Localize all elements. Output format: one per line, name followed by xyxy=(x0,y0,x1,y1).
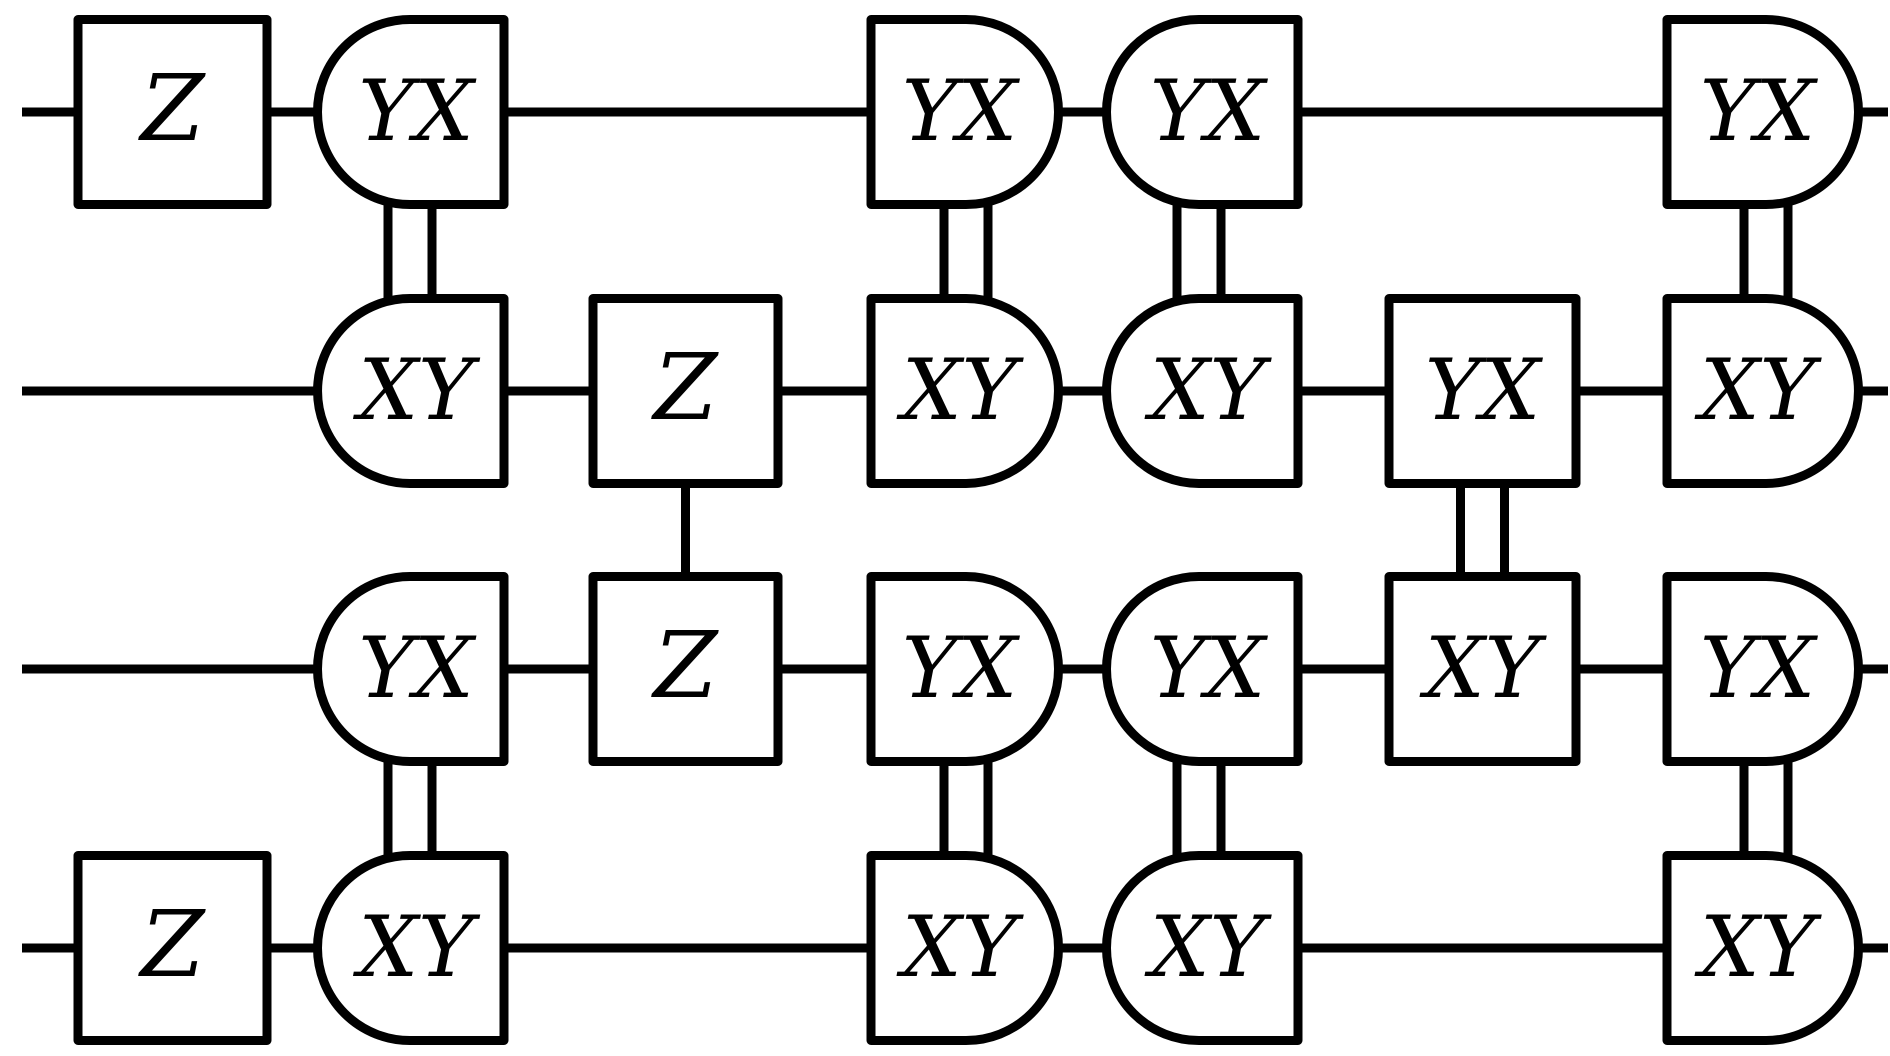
gate-label: XY xyxy=(896,898,1025,996)
gate-label: Z xyxy=(651,612,720,719)
gate-box xyxy=(313,572,509,766)
gate-label: Z xyxy=(138,55,207,162)
gate-box xyxy=(1102,851,1303,1045)
gate-box xyxy=(866,572,1063,766)
gate-label: Z xyxy=(138,891,207,998)
gate-label: XY xyxy=(1694,341,1823,439)
gate-box xyxy=(588,572,783,766)
gate-label: XY xyxy=(896,341,1025,439)
gate-label: YX xyxy=(1150,62,1268,160)
gate-label: XY xyxy=(1419,619,1548,717)
gate-label: YX xyxy=(358,619,476,717)
gates: Z Z YX XY YX XY Z Z YX XY YX XY YX XY YX XY YX XY YX XY YX XY xyxy=(73,15,1863,1045)
gate-label: YX xyxy=(902,62,1020,160)
gate-label: YX xyxy=(358,62,476,160)
gate-box xyxy=(1102,294,1303,488)
gate-label: XY xyxy=(1694,898,1823,996)
gate-label: YX xyxy=(1150,619,1268,717)
gate-label: XY xyxy=(352,341,481,439)
gate-box xyxy=(73,15,272,209)
gate-box xyxy=(1662,15,1863,209)
gate-box xyxy=(313,851,509,1045)
gate-box xyxy=(1662,294,1863,488)
gate-label: YX xyxy=(1700,619,1818,717)
gate-box xyxy=(1662,851,1863,1045)
gate-box xyxy=(313,294,509,488)
gate-label: YX xyxy=(902,619,1020,717)
gate-box xyxy=(1102,572,1303,766)
gate-box xyxy=(866,851,1063,1045)
gate-box xyxy=(1384,294,1581,488)
gate-box xyxy=(1102,15,1303,209)
gate-box xyxy=(313,15,509,209)
gate-box xyxy=(1384,572,1581,766)
gate-label: YX xyxy=(1425,341,1543,439)
gate-label: YX xyxy=(1700,62,1818,160)
gate-box xyxy=(588,294,783,488)
wires xyxy=(22,107,1888,953)
gate-box xyxy=(1662,572,1863,766)
gate-label: XY xyxy=(1144,898,1273,996)
gate-box xyxy=(866,294,1063,488)
gate-label: XY xyxy=(1144,341,1273,439)
gate-box xyxy=(866,15,1063,209)
gate-label: XY xyxy=(352,898,481,996)
gate-box xyxy=(73,851,272,1045)
gate-label: Z xyxy=(651,334,720,441)
